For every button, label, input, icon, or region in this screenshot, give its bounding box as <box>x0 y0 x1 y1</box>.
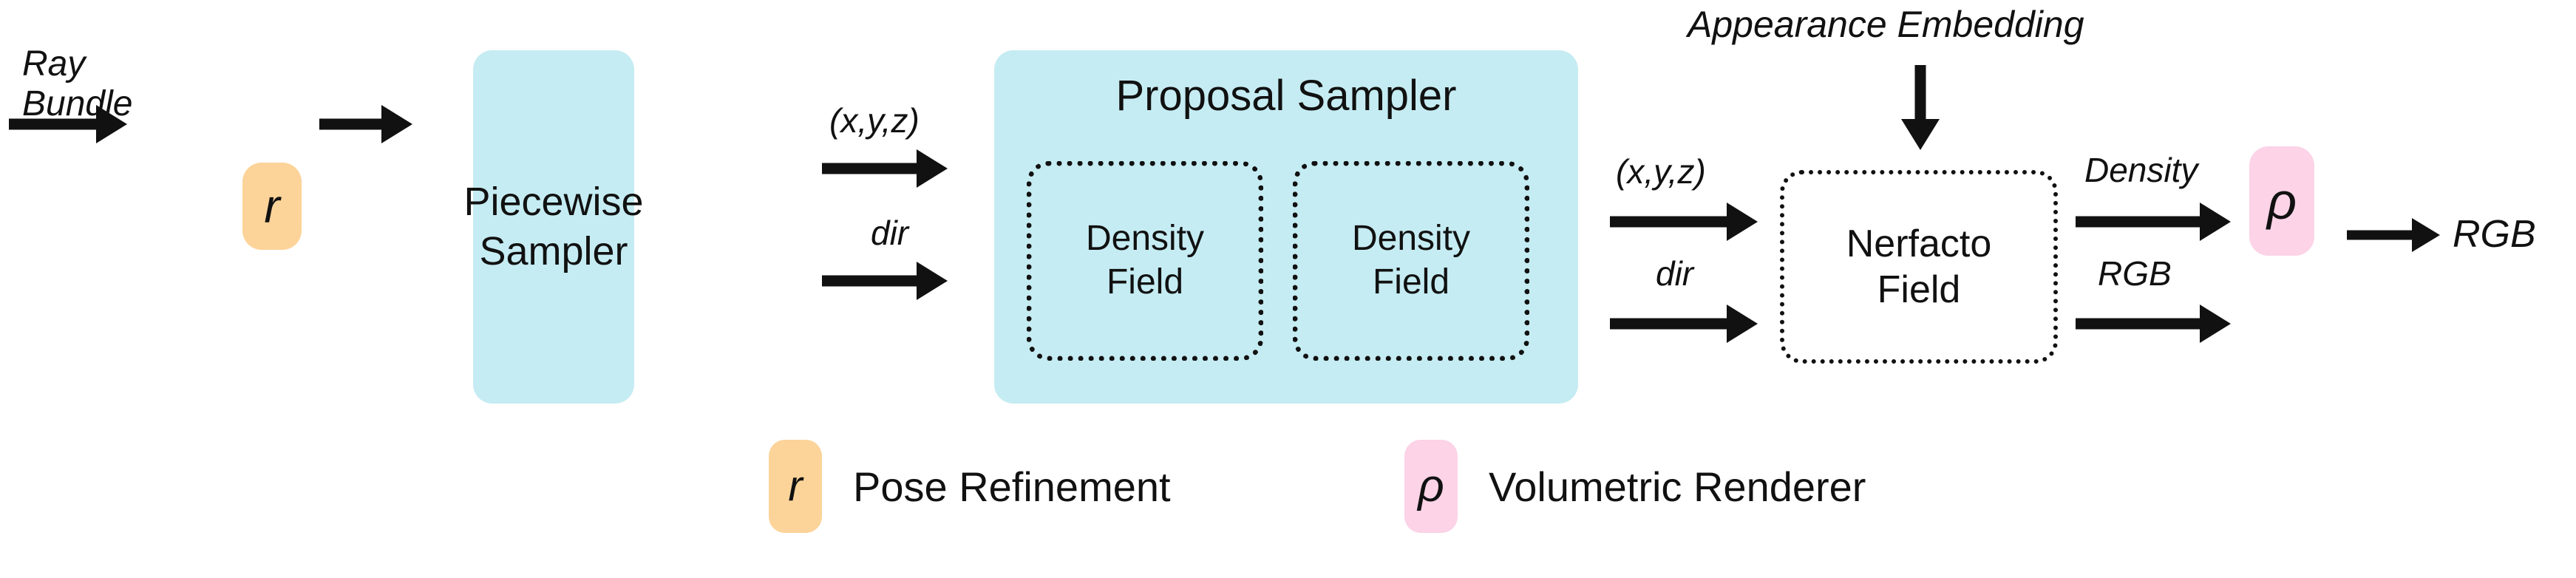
appearance-embedding-label: Appearance Embedding <box>1688 4 2084 45</box>
arrow-shaft <box>9 118 99 130</box>
xyz-to-proposal-label: (x,y,z) <box>829 101 920 140</box>
arrow-head <box>2200 305 2231 343</box>
proposal-sampler-node[interactable]: Proposal Sampler Density Field Density F… <box>994 50 1578 404</box>
arrow-shaft <box>319 118 384 130</box>
arrow-head <box>2200 203 2231 241</box>
legend-swatch-volumetric-renderer: ρ <box>1404 440 1458 533</box>
arrow-dir-to-nerfacto-field <box>1610 303 1758 344</box>
arrow-xyz-to-nerfacto-field <box>1610 201 1758 242</box>
arrow-head <box>917 149 948 188</box>
arrow-head <box>1727 203 1758 241</box>
arrow-head <box>1727 305 1758 343</box>
arrow-shaft <box>1610 216 1730 228</box>
legend-item-pose-refinement: r Pose Refinement <box>769 440 1171 533</box>
density-field-1-label-line2: Field <box>1106 262 1184 302</box>
arrow-shaft <box>1914 65 1926 123</box>
arrow-shaft <box>2076 318 2203 330</box>
piecewise-sampler-node[interactable]: Piecewise Sampler <box>463 50 644 404</box>
arrow-shaft <box>1610 318 1730 330</box>
nerfacto-field-label-line1: Nerfacto <box>1846 222 1992 265</box>
ray-bundle-label: Ray Bundle <box>22 44 132 124</box>
legend-label-volumetric-renderer: Volumetric Renderer <box>1489 463 1866 510</box>
piecewise-sampler-label-line2: Sampler <box>479 229 628 273</box>
arrow-ray-bundle-to-pose-refinement <box>9 103 127 145</box>
density-field-2-label-line1: Density <box>1351 219 1471 259</box>
arrow-pose-refinement-to-piecewise-sampler <box>319 103 412 145</box>
arrow-shaft <box>2076 216 2203 228</box>
rgb-out-label: RGB <box>2098 254 2172 293</box>
arrow-head <box>917 262 948 300</box>
xyz-to-nerfacto-label: (x,y,z) <box>1616 152 1706 191</box>
nerfacto-field-node[interactable]: Nerfacto Field <box>1780 170 2058 364</box>
dir-to-nerfacto-label: dir <box>1656 254 1694 293</box>
arrow-volumetric-renderer-to-rgb-output <box>2347 216 2440 254</box>
volumetric-renderer-symbol: ρ <box>2266 172 2297 230</box>
arrow-rgb-to-volumetric-renderer <box>2076 303 2231 344</box>
dir-to-proposal-label: dir <box>871 214 909 252</box>
legend-symbol-volumetric-renderer: ρ <box>1418 460 1444 511</box>
ray-bundle-label-line1: Ray <box>22 44 86 84</box>
arrow-shaft <box>2347 230 2413 240</box>
pose-refinement-node[interactable]: r <box>242 163 302 250</box>
density-out-label: Density <box>2084 151 2198 189</box>
arrow-shaft <box>822 163 920 174</box>
legend-label-pose-refinement: Pose Refinement <box>853 463 1171 510</box>
piecewise-sampler-label-line1: Piecewise <box>463 179 644 224</box>
density-field-1-label-line1: Density <box>1085 219 1205 259</box>
legend-symbol-pose-refinement: r <box>788 462 803 510</box>
legend: r Pose Refinement ρ Volumetric Renderer <box>769 440 2084 558</box>
legend-item-volumetric-renderer: ρ Volumetric Renderer <box>1404 440 1866 533</box>
arrow-head <box>96 105 127 143</box>
nerfacto-field-label-line2: Field <box>1877 268 1961 311</box>
legend-swatch-pose-refinement: r <box>769 440 822 533</box>
arrow-head <box>2412 218 2440 252</box>
density-field-node-1[interactable]: Density Field <box>1027 161 1263 361</box>
pose-refinement-symbol: r <box>264 180 280 233</box>
arrow-density-to-volumetric-renderer <box>2076 201 2231 242</box>
arrow-dir-to-proposal-sampler <box>822 260 948 302</box>
volumetric-renderer-node[interactable]: ρ <box>2249 146 2314 256</box>
arrow-head <box>1901 119 1940 150</box>
arrow-head <box>381 105 412 143</box>
density-field-node-2[interactable]: Density Field <box>1293 161 1529 361</box>
final-rgb-output-label: RGB <box>2453 213 2536 256</box>
proposal-sampler-label: Proposal Sampler <box>1115 72 1457 120</box>
density-field-2-label-line2: Field <box>1372 262 1450 302</box>
arrow-appearance-embedding-to-nerfacto-field <box>1900 65 1941 150</box>
arrow-xyz-to-proposal-sampler <box>822 148 948 189</box>
arrow-shaft <box>822 275 920 287</box>
